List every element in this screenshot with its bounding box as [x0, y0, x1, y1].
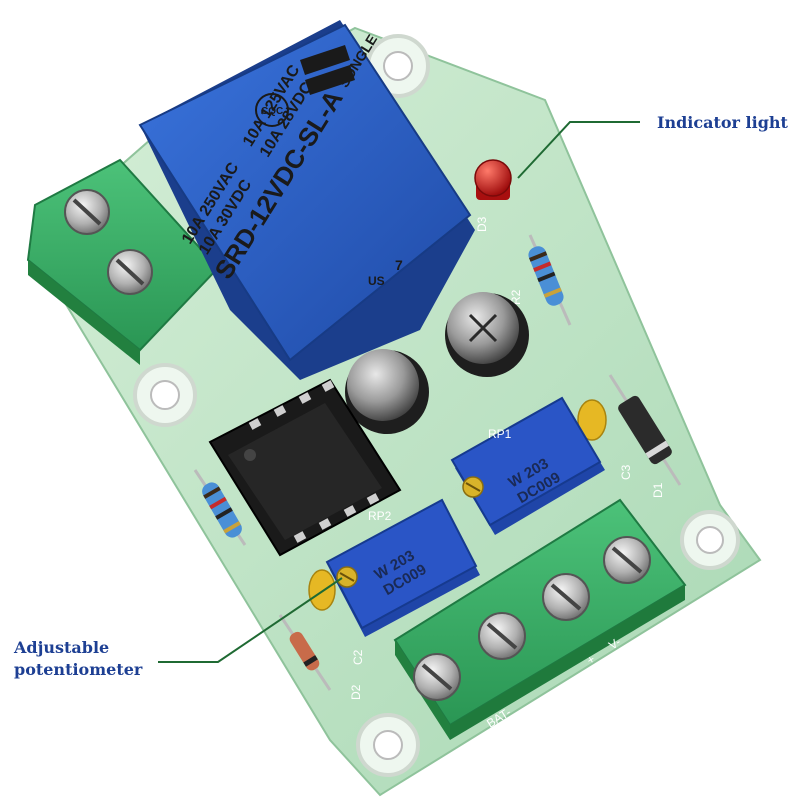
adjust-screw-icon — [462, 476, 484, 498]
adjust-screw-icon — [336, 566, 358, 588]
screw-terminal — [107, 249, 153, 295]
capacitor-c3: C3 — [577, 399, 633, 480]
potentiometer-rp2: W 203 DC009 RP2 — [325, 498, 480, 637]
indicator-callout-line — [517, 121, 640, 179]
screw-terminal — [413, 653, 461, 701]
indicator-led: D3 — [474, 159, 512, 232]
silk-d3: D3 — [475, 216, 489, 232]
mounting-hole — [356, 713, 420, 777]
relay-pin-label: 7 — [395, 257, 403, 273]
capacitor — [345, 349, 429, 434]
diode-d2: D2 — [278, 614, 363, 700]
screw-terminal — [603, 536, 651, 584]
songle-logo-icon — [300, 45, 355, 95]
cqc-logo: CQC — [255, 93, 289, 127]
screw-terminal — [478, 612, 526, 660]
screw-terminal — [64, 189, 110, 235]
silk-rp1: RP1 — [488, 427, 512, 441]
silk-c3: C3 — [619, 464, 633, 480]
capacitor — [445, 292, 529, 377]
mounting-hole — [680, 510, 740, 570]
silk-r2: R2 — [509, 289, 523, 305]
input-terminal-block — [26, 158, 220, 365]
mounting-hole — [133, 363, 197, 427]
svg-text:CQC: CQC — [261, 106, 283, 117]
diode-d1: D1 — [608, 374, 682, 498]
relay: 10A 250VAC 10A 30VDC SRD-12VDC-SL-A 10A … — [138, 20, 475, 380]
capacitor-c2: C2 — [308, 569, 365, 665]
relay-us-mark: US — [368, 274, 385, 288]
potentiometer-label: Adjustable potentiometer — [14, 637, 142, 681]
ic-chip — [208, 378, 402, 557]
silk-d1: D1 — [651, 482, 665, 498]
silk-d2: D2 — [349, 684, 363, 700]
resistor-r2: R2 — [509, 234, 572, 326]
potentiometer-label-line2: potentiometer — [14, 660, 143, 679]
silk-rp2: RP2 — [368, 509, 392, 523]
silk-c2: C2 — [351, 649, 365, 665]
screw-terminal — [542, 573, 590, 621]
potentiometer-label-line1: Adjustable — [14, 638, 110, 657]
potentiometer-callout-line — [158, 577, 343, 663]
indicator-light-label: Indicator light — [657, 113, 788, 132]
resistor-left — [193, 469, 247, 546]
